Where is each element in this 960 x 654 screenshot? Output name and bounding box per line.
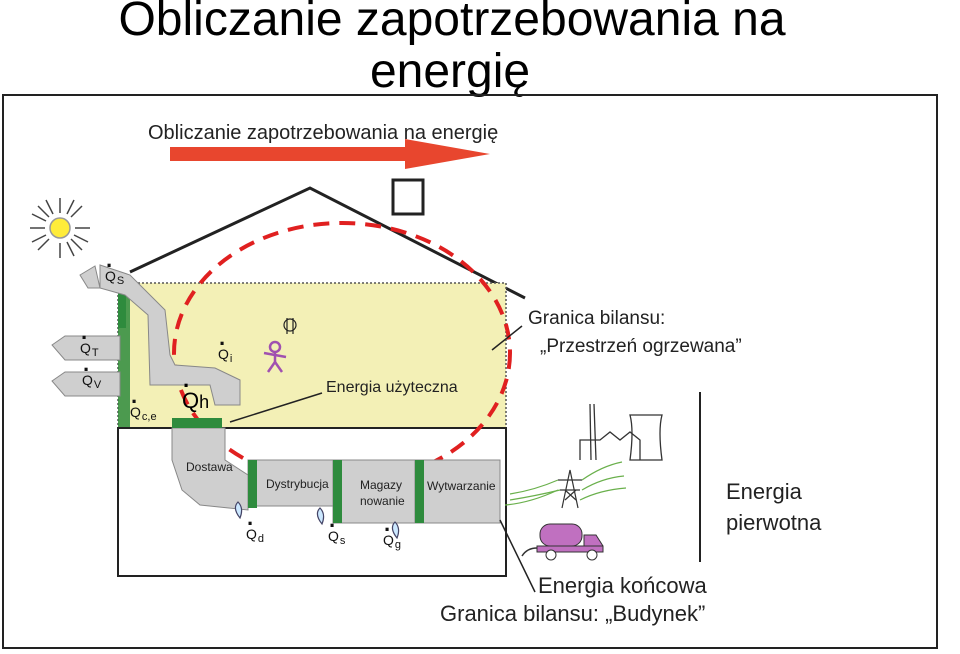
fuel-truck-icon (521, 523, 604, 561)
energy-flow-arrow (170, 139, 490, 169)
label-storage-line2: nowanie (360, 494, 405, 508)
slide-title: Obliczanie zapotrzebowania na energię (0, 0, 900, 98)
label-qs-sun: QS (105, 255, 124, 287)
label-supply: Dostawa (186, 460, 233, 474)
label-qs-storage: Qs (328, 515, 345, 547)
label-storage-line1: Magazy (360, 478, 403, 492)
label-distribution: Dystrybucja (266, 477, 329, 491)
pointer-lines (229, 325, 536, 593)
label-qg: Qg (383, 519, 401, 551)
label-primary-energy-line2: pierwotna (726, 510, 822, 535)
house-roof (129, 178, 526, 300)
slide-title-line2: energię (369, 45, 531, 98)
label-qi: Qi (218, 333, 232, 365)
pylon-icon (558, 469, 582, 509)
label-generation: Wytwarzanie (427, 479, 496, 493)
label-final-energy: Energia końcowa (538, 573, 707, 598)
label-qt: QT (80, 327, 99, 359)
label-qh: Qh (182, 375, 209, 414)
label-useful-energy: Energia użyteczna (326, 379, 458, 396)
label-qce: Qc,e (130, 391, 157, 423)
power-lines (504, 461, 627, 506)
slide-title-line1: Obliczanie zapotrzebowania na (118, 0, 786, 46)
building-lower (117, 427, 507, 577)
power-plant-icon (579, 403, 663, 461)
system-chain (247, 459, 501, 524)
sun-icon (30, 198, 90, 258)
heated-zone (117, 282, 507, 429)
label-qv: QV (82, 359, 101, 391)
diagram-frame (2, 94, 938, 649)
lamp-icon (283, 318, 297, 334)
emission-bar (172, 418, 222, 428)
label-boundary-building: Granica bilansu: „Budynek” (440, 601, 706, 626)
person-icon (263, 340, 287, 373)
label-boundary-heated-line2: „Przestrzeń ogrzewana” (540, 336, 742, 357)
supply-duct (171, 427, 249, 511)
label-boundary-heated-line1: Granica bilansu: (528, 308, 666, 329)
wall-segment (118, 283, 126, 328)
diagram-heading: Obliczanie zapotrzebowania na energię (148, 122, 499, 144)
label-primary-energy-line1: Energia (726, 479, 802, 504)
label-qd: Qd (246, 513, 264, 545)
